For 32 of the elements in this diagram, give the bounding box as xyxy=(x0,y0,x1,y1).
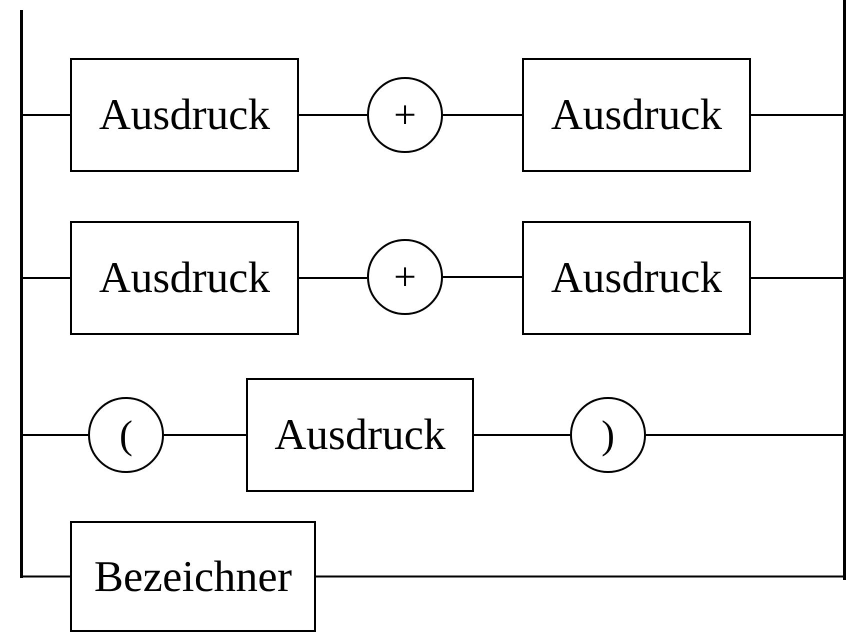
terminal-symbol: ) xyxy=(601,415,615,455)
nonterminal-box xyxy=(70,58,299,172)
nonterminal-label: Ausdruck xyxy=(98,256,270,300)
connector-line xyxy=(316,576,843,578)
nonterminal-label: Ausdruck xyxy=(274,413,446,457)
connector-line xyxy=(646,434,843,436)
nonterminal-box xyxy=(522,221,751,335)
nonterminal-box xyxy=(522,58,751,172)
nonterminal-label: Ausdruck xyxy=(550,256,722,300)
connector-line xyxy=(751,277,843,279)
nonterminal-label: Ausdruck xyxy=(98,93,270,137)
terminal-symbol: + xyxy=(394,95,416,135)
connector-line xyxy=(164,434,246,436)
terminal-symbol: ( xyxy=(119,415,133,455)
connector-line xyxy=(474,434,570,436)
connector-line xyxy=(23,576,70,578)
nonterminal-box xyxy=(70,521,316,632)
connector-line xyxy=(443,276,522,278)
connector-line xyxy=(299,277,367,279)
rail-bar xyxy=(843,0,846,580)
terminal-symbol: + xyxy=(394,257,416,297)
connector-line xyxy=(751,114,843,116)
nonterminal-label: Bezeichner xyxy=(94,554,292,598)
rail-bar xyxy=(20,10,23,578)
connector-line xyxy=(299,114,367,116)
connector-line xyxy=(23,434,88,436)
nonterminal-box xyxy=(246,378,474,492)
connector-line xyxy=(23,114,70,116)
connector-line xyxy=(23,277,70,279)
connector-line xyxy=(443,114,522,116)
nonterminal-box xyxy=(70,221,299,335)
nonterminal-label: Ausdruck xyxy=(550,93,722,137)
